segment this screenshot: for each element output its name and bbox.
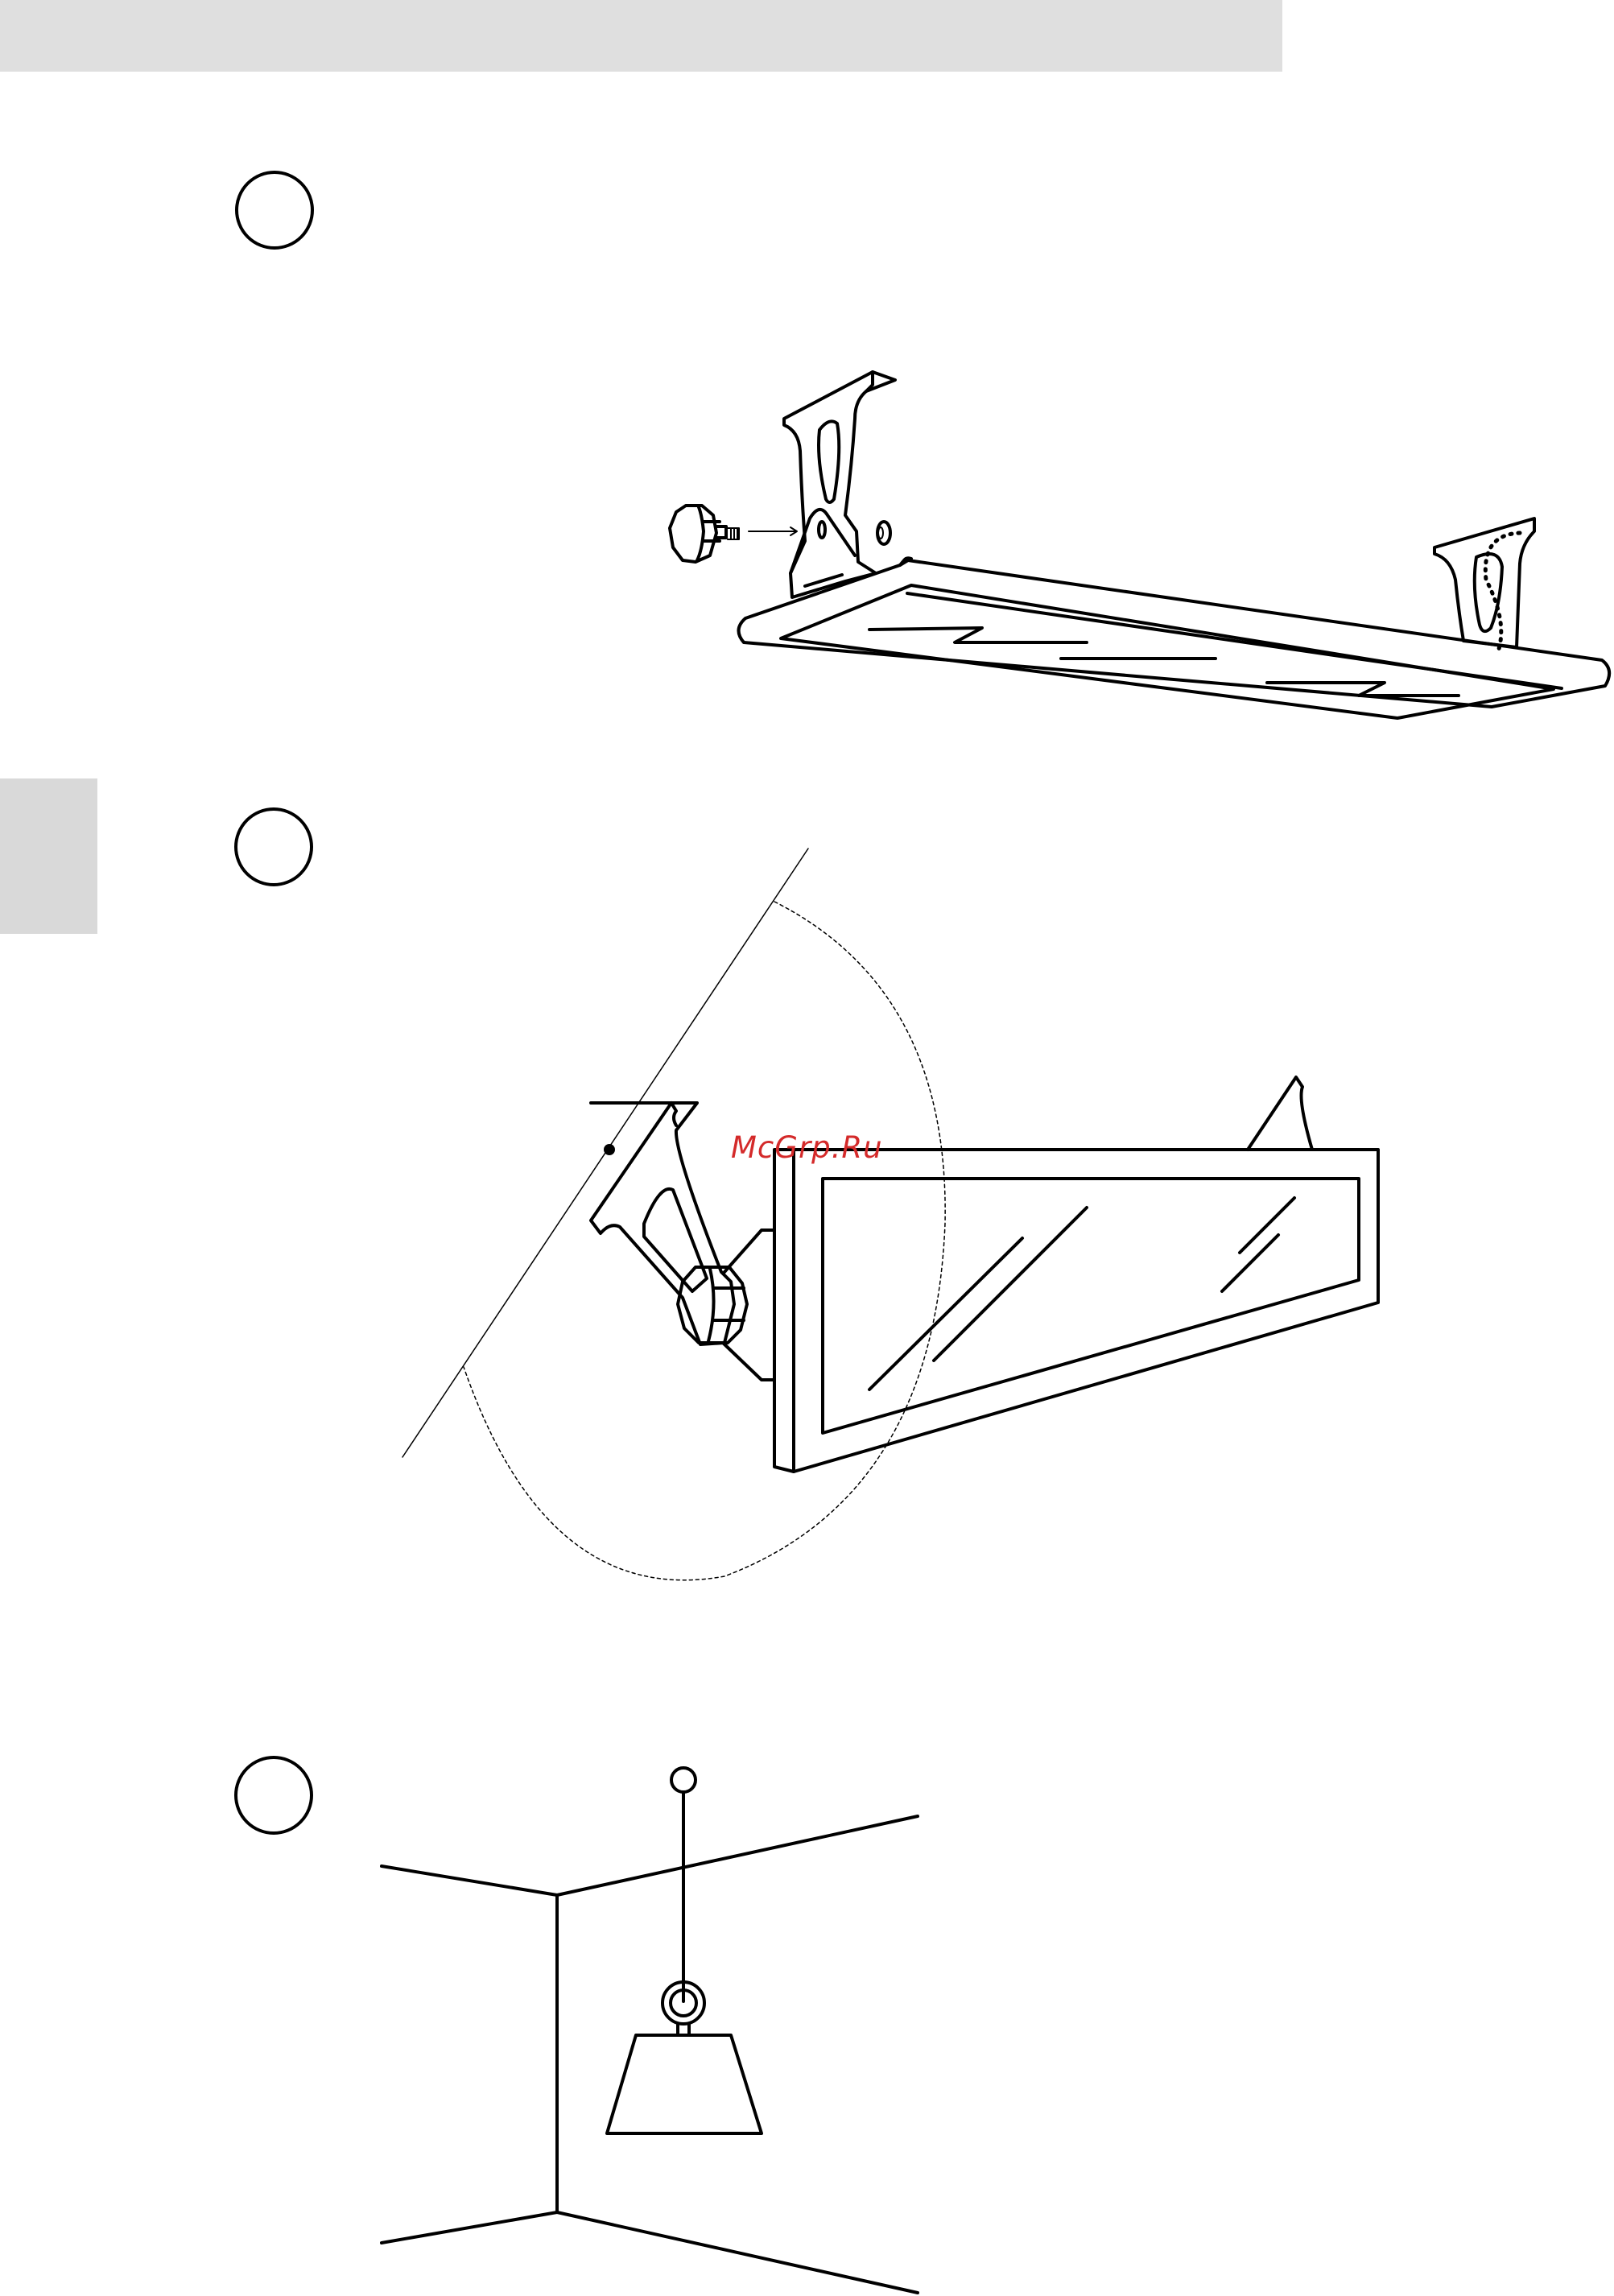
panel-reflection-1: [869, 1238, 1022, 1390]
knob-screw: [670, 506, 716, 562]
heater-top-fin: [1248, 1077, 1312, 1150]
right-bracket-slot: [1475, 554, 1502, 631]
panel-reflection-2: [934, 1208, 1087, 1361]
right-bracket-dotted-path: [1485, 533, 1520, 649]
watermark-text: McGrp.Ru: [731, 1130, 883, 1165]
heater-front-panel: [781, 585, 1554, 718]
hanging-heater: [607, 2035, 762, 2133]
right-mounting-bracket: [1434, 518, 1534, 647]
step-1-circle: [237, 172, 312, 248]
step-1-heater-illustration: [670, 372, 1609, 718]
step-3-circle: [236, 1757, 312, 1833]
bracket-slot: [819, 421, 839, 502]
room-corner-ceiling: [382, 1816, 918, 1895]
ceiling-hook: [671, 1768, 696, 1792]
step-3-room-illustration: [382, 1768, 918, 2293]
glass-reflection: [869, 628, 1087, 642]
left-mounting-bracket: [784, 372, 895, 597]
step-2-heater-illustration: [402, 849, 1378, 1580]
heater-inner-panel: [823, 1179, 1359, 1433]
bracket-hole: [819, 522, 825, 538]
room-corner-floor: [382, 2212, 918, 2293]
heater-side-frame: [774, 1150, 1378, 1472]
pivot-point: [604, 1144, 615, 1155]
step-2-circle: [236, 809, 312, 885]
